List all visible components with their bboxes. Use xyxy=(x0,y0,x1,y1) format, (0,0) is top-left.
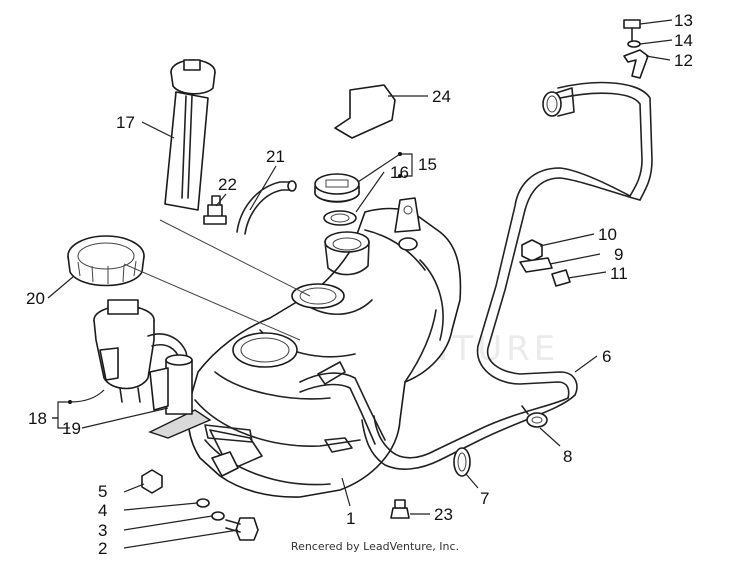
washer-3 xyxy=(211,511,225,521)
fuel-hose xyxy=(361,81,653,470)
callout-18: 18 xyxy=(28,409,47,428)
callout-19: 19 xyxy=(62,419,81,438)
valve-22 xyxy=(203,195,227,225)
callout-11: 11 xyxy=(610,264,628,283)
gasket-16 xyxy=(323,210,357,226)
callout-21: 21 xyxy=(266,147,285,166)
drain-plug-23 xyxy=(390,499,410,519)
fuel-pump-18 xyxy=(93,299,193,415)
leader-lines xyxy=(47,19,673,549)
hose-clamp-7 xyxy=(453,447,471,477)
washer-14 xyxy=(627,40,641,48)
callout-14: 14 xyxy=(674,31,693,50)
nut-10 xyxy=(521,239,543,262)
callout-16: 16 xyxy=(390,163,409,182)
callout-7: 7 xyxy=(480,489,489,508)
callout-13: 13 xyxy=(674,11,693,30)
locking-ring-20 xyxy=(67,235,145,287)
callout-9: 9 xyxy=(614,245,623,264)
bolt-13 xyxy=(623,19,641,43)
callout-8: 8 xyxy=(563,447,572,466)
fuel-cap-15 xyxy=(314,173,360,203)
callout-4: 4 xyxy=(98,501,107,520)
callout-6: 6 xyxy=(602,347,611,366)
hose-clamp-8 xyxy=(521,405,548,428)
clip-11 xyxy=(551,269,571,287)
callout-12: 12 xyxy=(674,51,693,70)
clip-12 xyxy=(623,49,649,79)
callout-22: 22 xyxy=(218,175,237,194)
bracket-24 xyxy=(334,84,396,139)
vent-hose-21 xyxy=(236,180,297,235)
fuel-tank xyxy=(148,197,462,498)
callout-15: 15 xyxy=(418,155,437,174)
bolt-2 xyxy=(225,517,259,541)
callout-2: 2 xyxy=(98,539,107,558)
level-sender-17 xyxy=(164,59,216,211)
callout-3: 3 xyxy=(98,521,107,540)
callout-17: 17 xyxy=(116,113,135,132)
spacer-4 xyxy=(196,498,210,508)
callout-10: 10 xyxy=(598,225,617,244)
callout-labels: 1 2 3 4 5 6 7 8 9 10 11 12 13 14 15 16 1… xyxy=(26,11,693,558)
callout-24: 24 xyxy=(432,87,451,106)
callout-5: 5 xyxy=(98,482,107,501)
render-credit: Rencered by LeadVenture, Inc. xyxy=(290,540,460,553)
callout-1: 1 xyxy=(346,509,355,528)
nut-5 xyxy=(141,469,163,494)
bracket-9 xyxy=(519,257,553,273)
callout-20: 20 xyxy=(26,289,45,308)
callout-23: 23 xyxy=(434,505,453,524)
